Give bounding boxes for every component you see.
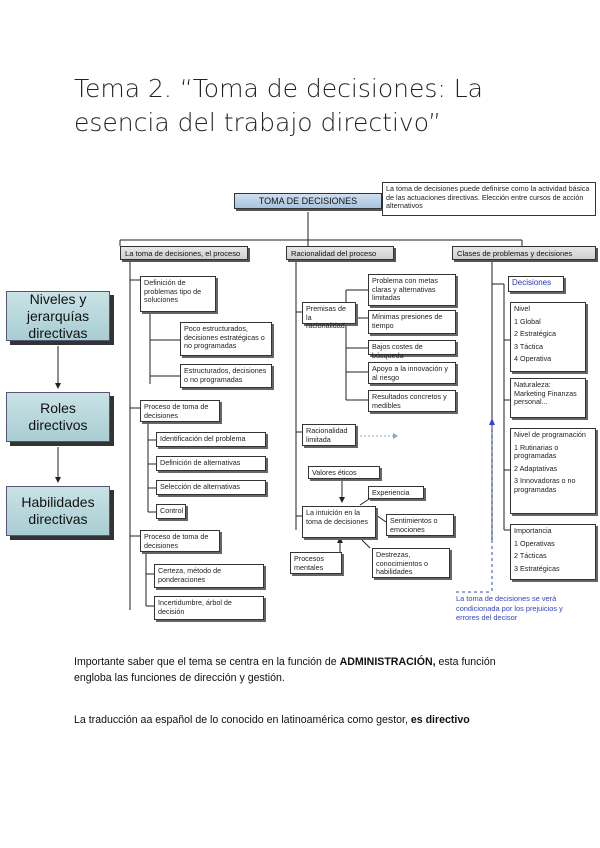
step-box: Selección de alternativas — [156, 480, 266, 495]
para2-text-a: La traducción aa español de lo conocido … — [74, 714, 411, 726]
imp-title: Importancia — [514, 526, 552, 535]
naturaleza-box: Naturaleza: Marketing Finanzas personal.… — [510, 378, 586, 418]
destrezas-box: Destrezas, conocimientos o habilidades — [372, 548, 450, 578]
premise-item: Bajos costes de búsqueda — [368, 340, 456, 359]
premise-item: Problema con metas claras y alternativas… — [368, 274, 456, 306]
definition-box: La toma de decisiones puede definirse co… — [382, 182, 596, 216]
premisas-box: Premisas de la racionalidad — [302, 302, 356, 330]
poco-estructurados-box: Poco estructurados, decisiones estratégi… — [180, 322, 272, 356]
col2-header: Racionalidad del proceso — [286, 246, 394, 260]
sentimientos-box: Sentimientos o emociones — [386, 514, 454, 536]
prog-item: 3 Innovadoras o no programadas — [514, 476, 576, 494]
premise-item: Mínimas presiones de tiempo — [368, 310, 456, 334]
side-box-habilidades: Habilidades directivas — [6, 486, 110, 536]
nivel-item: 2 Estratégica — [514, 329, 556, 338]
intuicion-box: La intuición en la toma de decisiones — [302, 506, 376, 538]
procesos-box: Procesos mentales — [290, 552, 342, 574]
col1-header: La toma de decisiones, el proceso — [120, 246, 248, 260]
imp-item: 3 Estratégicas — [514, 563, 560, 573]
step-box: Identificación del problema — [156, 432, 266, 447]
page-title: Tema 2. “Toma de decisiones: La esencia … — [74, 74, 483, 137]
prog-title: Nivel de programación — [514, 430, 586, 439]
prog-item: 2 Adaptativas — [514, 463, 558, 473]
paragraph-administracion: Importante saber que el tema se centra e… — [74, 654, 534, 686]
proceso2-box: Proceso de toma de decisiones — [140, 530, 220, 552]
proceso-box: Proceso de toma de decisiones — [140, 400, 220, 422]
paragraph-directivo: La traducción aa español de lo conocido … — [74, 712, 554, 728]
nivel-item: 3 Táctica — [514, 341, 544, 351]
nivel-item: 1 Global — [514, 316, 541, 326]
premise-item: Resultados concretos y medibles — [368, 390, 456, 412]
incertidumbre-box: Incertidumbre, árbol de decisión — [154, 596, 264, 620]
nivel-item: 4 Operativa — [514, 354, 552, 363]
valores-box: Valores éticos — [308, 466, 380, 479]
para2-bold: es directivo — [410, 714, 470, 726]
para1-text-c: esta función engloba las funciones de di… — [74, 656, 496, 684]
premise-item: Apoyo a la innovación y al riesgo — [368, 362, 456, 384]
condicionada-note: La toma de decisiones se verá condiciona… — [456, 594, 563, 622]
para1-text-a: Importante saber que el tema se centra e… — [74, 656, 340, 668]
para1-bold: ADMINISTRACIÓN, — [339, 656, 436, 668]
step-box: Definición de alternativas — [156, 456, 266, 471]
diagram-main-header: TOMA DE DECISIONES — [234, 193, 382, 209]
step-box: Control — [156, 504, 186, 519]
side-box-roles: Roles directivos — [6, 392, 110, 442]
estructurados-box: Estructurados, decisiones o no programad… — [180, 364, 272, 388]
prog-item: 1 Rutinarias o programadas — [514, 442, 559, 460]
importancia-box: Importancia 1 Operativas 2 Tácticas 3 Es… — [510, 524, 596, 580]
nivel-box: Nivel 1 Global 2 Estratégica 3 Táctica 4… — [510, 302, 586, 372]
nivel-title: Nivel — [514, 304, 530, 313]
racionalidad-limitada-box: Racionalidad limitada — [302, 424, 356, 446]
def-problems-box: Definición de problemas tipo de solucion… — [140, 276, 216, 312]
side-box-niveles: Niveles y jerarquías directivas — [6, 291, 110, 341]
col3-header: Clases de problemas y decisiones — [452, 246, 596, 260]
experiencia-box: Experiencia — [368, 486, 424, 499]
programacion-box: Nivel de programación 1 Rutinarias o pro… — [510, 428, 596, 514]
decisiones-box: Decisiones — [508, 276, 564, 292]
certeza-box: Certeza, método de ponderaciones — [154, 564, 264, 588]
imp-item: 2 Tácticas — [514, 551, 547, 560]
imp-item: 1 Operativas — [514, 538, 555, 548]
